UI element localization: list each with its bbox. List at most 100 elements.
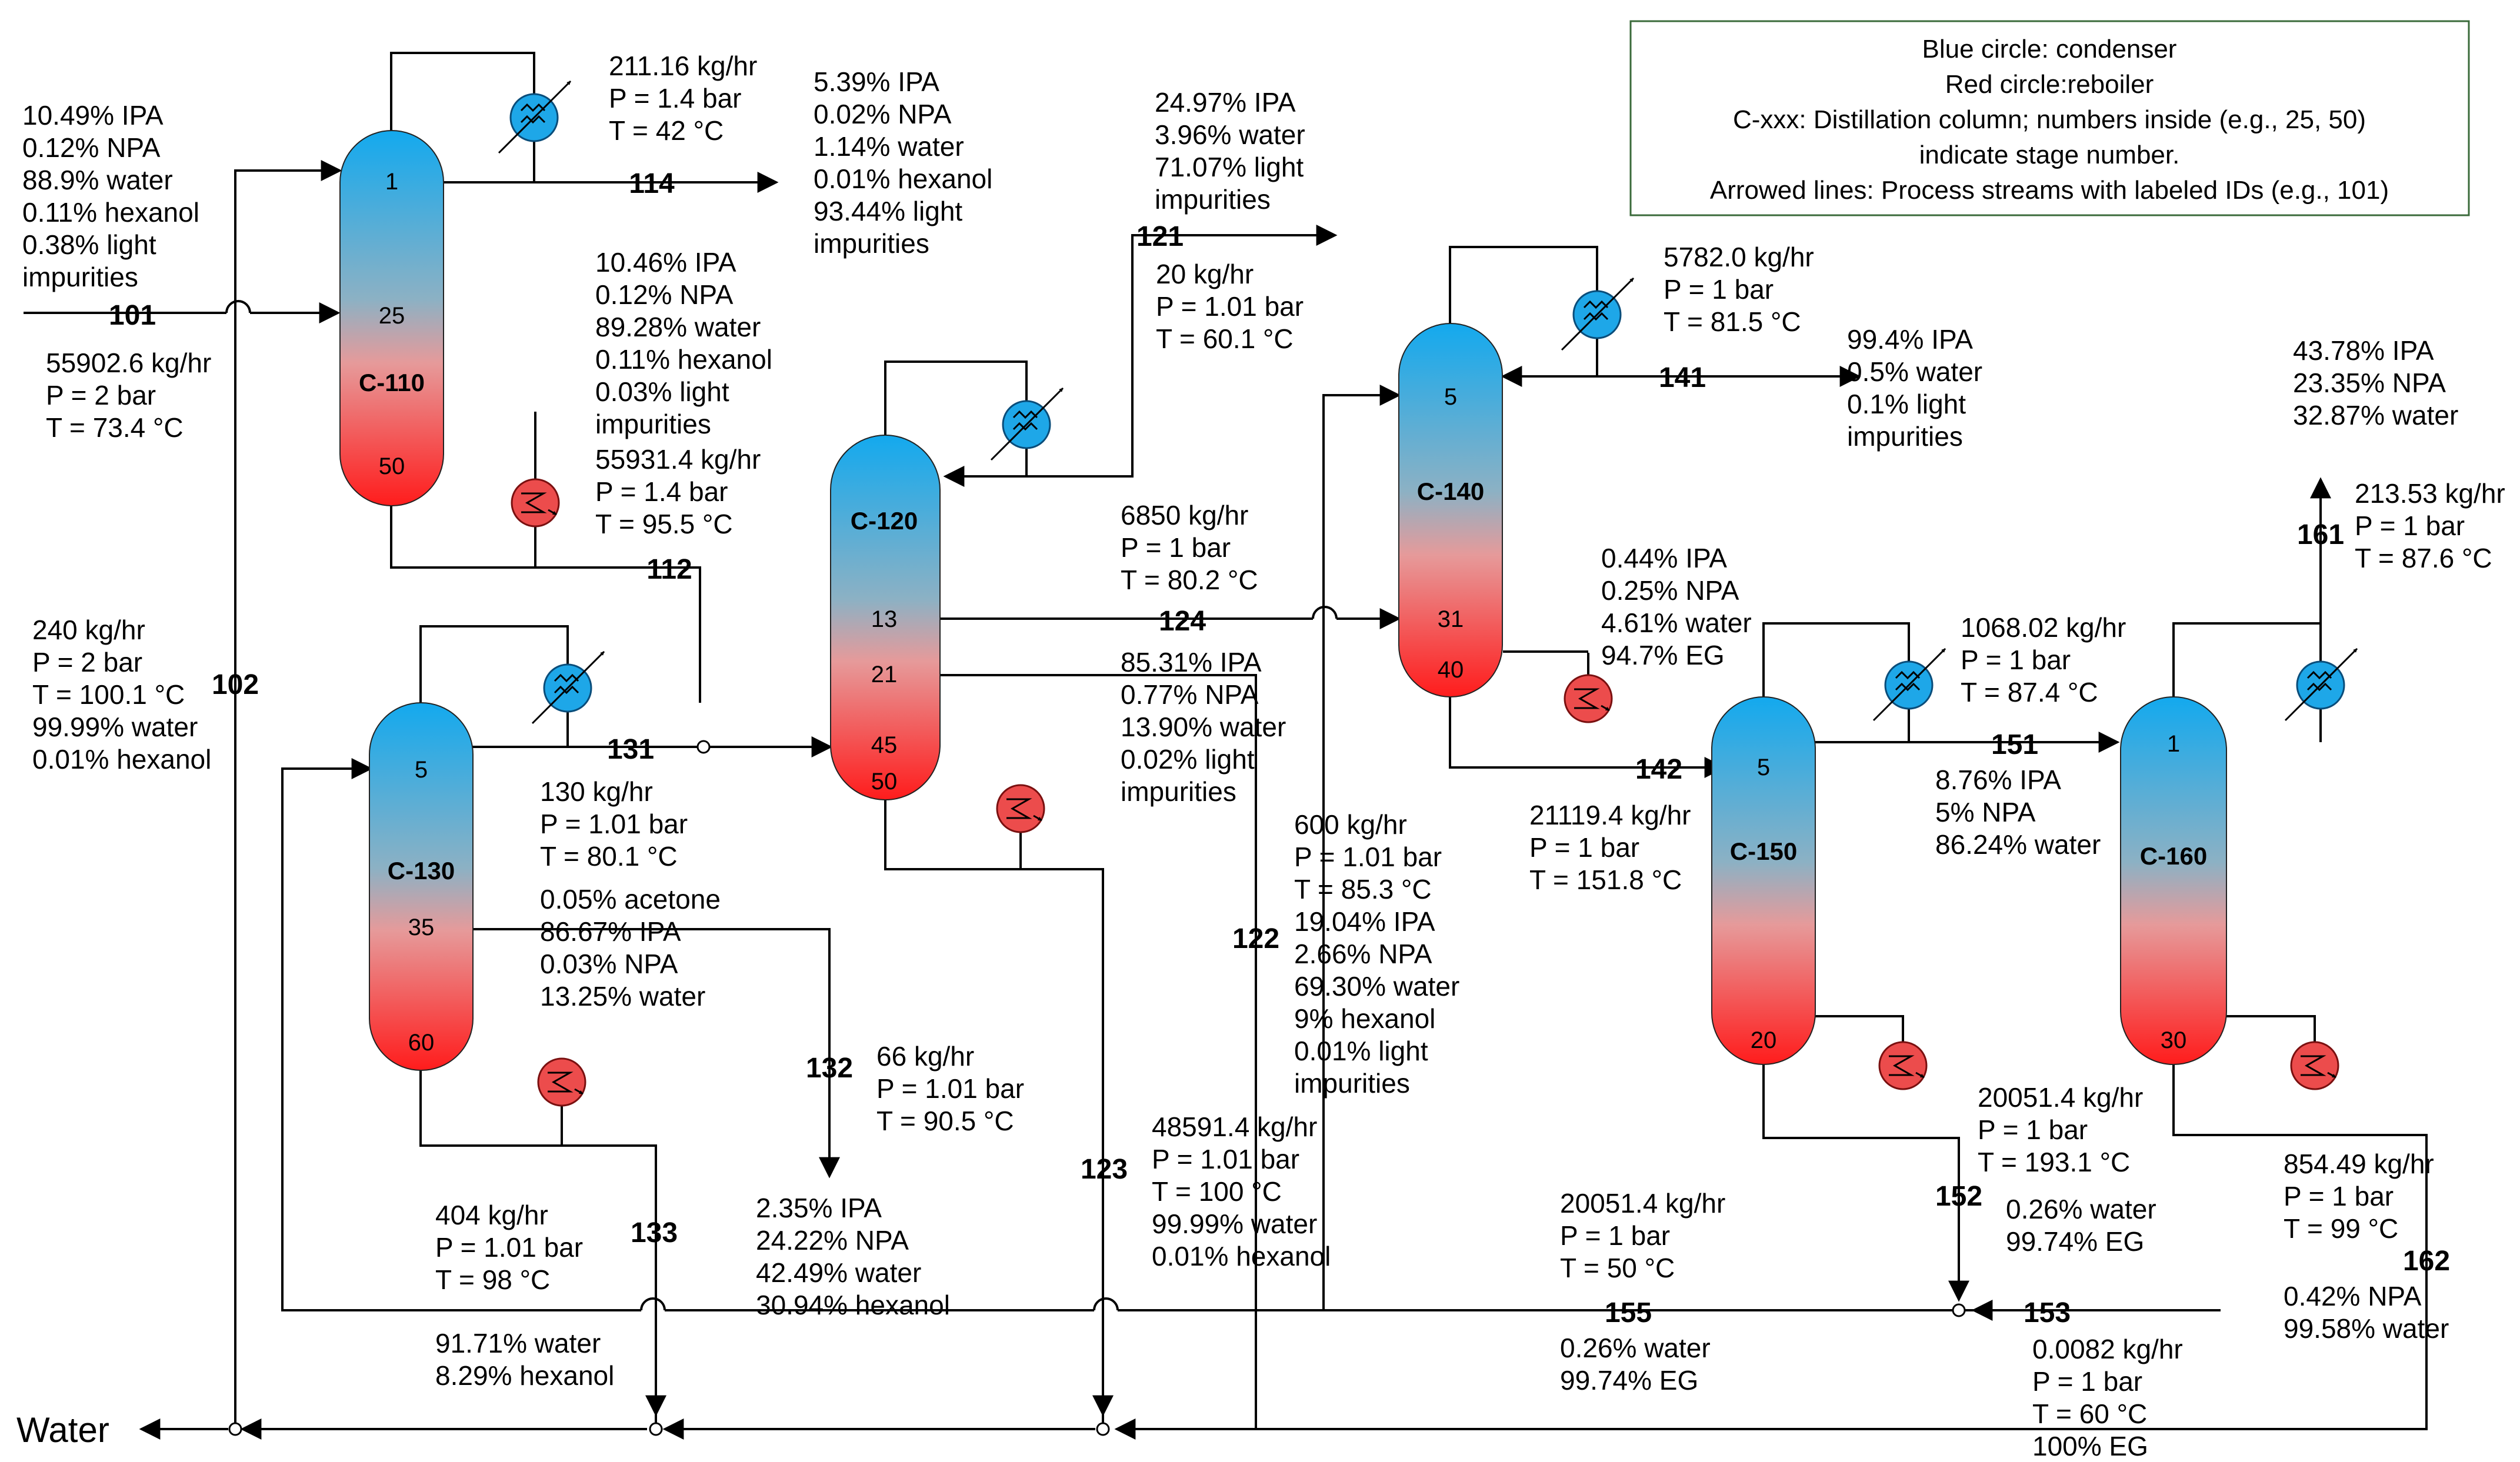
annotation-line: impurities	[814, 228, 929, 259]
stream-123-line	[884, 800, 1104, 1429]
column-c160: 1 C-160 30	[2120, 696, 2227, 1065]
annotation-line: 213.53 kg/hr	[2355, 478, 2505, 509]
stream-id-141: 141	[1659, 362, 1706, 393]
annotation-line: P = 1 bar	[1121, 532, 1231, 563]
legend-line-5: Arrowed lines: Process streams with labe…	[1710, 176, 2389, 205]
mixer-water-3	[1096, 1422, 1110, 1436]
annotation-line: P = 1 bar	[1529, 832, 1639, 863]
stream-122-line	[938, 674, 1257, 1429]
annotation-line: T = 87.6 °C	[2355, 543, 2492, 573]
annotation-line: 91.71% water	[435, 1328, 601, 1358]
stream-id-102: 102	[212, 669, 259, 700]
annotation-line: 0.0082 kg/hr	[2032, 1334, 2183, 1364]
annotation-line: T = 80.1 °C	[540, 841, 678, 872]
annotation-line: 240 kg/hr	[32, 615, 145, 645]
c120-label: C-120	[851, 507, 918, 535]
annotation-line: 0.25% NPA	[1601, 575, 1739, 606]
annotation-line: 0.26% water	[2006, 1194, 2156, 1224]
annotation-line: 88.9% water	[22, 165, 173, 195]
annotation-line: T = 98 °C	[435, 1264, 550, 1295]
annotation-line: 10.46% IPA	[595, 247, 736, 278]
stream-id-162: 162	[2403, 1246, 2450, 1277]
annotation-line: T = 90.5 °C	[876, 1106, 1014, 1136]
c150-stage-5: 5	[1757, 755, 1770, 780]
annotation-line: 5% NPA	[1935, 797, 2036, 827]
stream-id-142: 142	[1635, 754, 1682, 785]
annotation-line: 10.49% IPA	[22, 100, 164, 131]
annotation-line: 0.05% acetone	[540, 884, 721, 914]
stream-121-line-a	[1026, 225, 1338, 478]
annotation-line: 89.28% water	[595, 312, 761, 342]
c120-stage-13: 13	[871, 606, 898, 632]
annotation-line: T = 42 °C	[609, 115, 724, 146]
annotation-line: 0.44% IPA	[1601, 543, 1727, 573]
stream-id-121: 121	[1136, 221, 1184, 252]
annotation-line: P = 1.01 bar	[876, 1073, 1024, 1104]
annotation-line: 0.02% light	[1121, 744, 1255, 775]
c150-bottom-line	[1762, 1064, 1969, 1302]
crossover-1870	[1093, 1297, 1119, 1311]
stream-id-151: 151	[1991, 729, 2038, 760]
annotation-line: P = 1.01 bar	[1156, 291, 1304, 322]
annotation-line: P = 1 bar	[1978, 1114, 2088, 1145]
annotation-line: 5782.0 kg/hr	[1664, 242, 1814, 272]
reboiler-icon	[2290, 1041, 2339, 1090]
annotation-line: 48591.4 kg/hr	[1152, 1111, 1317, 1142]
stream-lines	[24, 52, 2428, 1440]
column-c130: 5 C-130 35 60	[369, 702, 474, 1071]
annotation-line: T = 50 °C	[1560, 1253, 1675, 1283]
annotation-line: 20051.4 kg/hr	[1560, 1188, 1725, 1219]
annotation-line: P = 1.01 bar	[435, 1232, 583, 1263]
annotation-line: 66 kg/hr	[876, 1041, 974, 1072]
annotation-line: 0.01% hexanol	[32, 744, 211, 775]
annotation-line: 8.76% IPA	[1935, 765, 2061, 795]
annotation-line: P = 1 bar	[2284, 1181, 2394, 1211]
annotation-line: 8.29% hexanol	[435, 1360, 614, 1391]
legend-line-3: C-xxx: Distillation column; numbers insi…	[1733, 105, 2366, 134]
annotation-line: T = 99 °C	[2284, 1213, 2398, 1244]
annotation-line: T = 100.1 °C	[32, 679, 185, 710]
annotation-line: 130 kg/hr	[540, 776, 653, 807]
annotation-line: T = 85.3 °C	[1294, 874, 1432, 904]
c140-stage-31: 31	[1438, 606, 1464, 632]
annotation-line: P = 1.01 bar	[540, 809, 688, 839]
reboiler-icon	[1564, 674, 1613, 723]
annotation-line: 0.1% light	[1847, 389, 1966, 419]
c130-stage-60: 60	[408, 1030, 435, 1056]
annotation-line: 99.99% water	[32, 712, 198, 742]
annotation-line: 23.35% NPA	[2293, 368, 2446, 398]
annotation-line: 0.11% hexanol	[595, 344, 772, 375]
annotation-line: P = 1 bar	[1961, 645, 2071, 675]
annotation-line: 0.77% NPA	[1121, 679, 1259, 710]
annotation-line: 404 kg/hr	[435, 1200, 548, 1230]
annotation-line: 6850 kg/hr	[1121, 500, 1248, 530]
stream-id-112: 112	[646, 554, 692, 585]
annotation-line: impurities	[595, 409, 711, 439]
annotation-line: 2.66% NPA	[1294, 939, 1432, 969]
column-c150: 5 C-150 20	[1711, 696, 1816, 1065]
condenser-icon	[1561, 277, 1635, 351]
annotation-line: 69.30% water	[1294, 971, 1459, 1002]
annotation-line: 32.87% water	[2293, 400, 2458, 430]
annotation-line: 600 kg/hr	[1294, 809, 1407, 840]
annotation-line: P = 2 bar	[46, 380, 156, 410]
c120-overhead-line	[884, 361, 1028, 487]
c130-stage-5: 5	[415, 757, 428, 783]
reboiler-icon	[537, 1057, 586, 1107]
c160-bottom-line	[1114, 1064, 2428, 1440]
